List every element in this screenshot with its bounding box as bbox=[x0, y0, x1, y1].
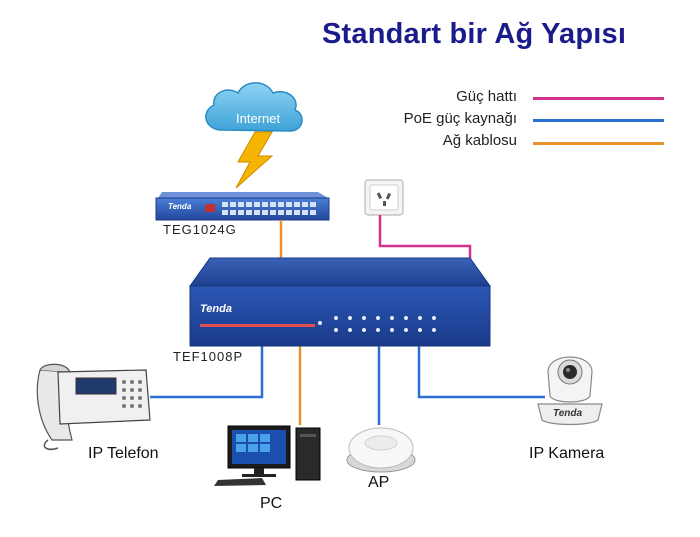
ip-camera-label: IP Kamera bbox=[529, 445, 605, 462]
access-point-icon bbox=[346, 427, 416, 473]
power-outlet-icon bbox=[364, 179, 404, 216]
internet-cloud-icon bbox=[205, 82, 303, 132]
pc-icon bbox=[214, 425, 321, 486]
legend-poe-label: PoE güç kaynağı bbox=[403, 110, 517, 127]
ip-phone-label: IP Telefon bbox=[88, 445, 159, 462]
lightning-link-icon bbox=[235, 131, 274, 189]
legend-poe-swatch bbox=[533, 119, 664, 122]
pc-label: PC bbox=[260, 495, 283, 512]
ip-phone-icon bbox=[36, 363, 151, 451]
diagram-title: Standart bir Ağ Yapısı bbox=[322, 18, 627, 50]
ap-label: AP bbox=[368, 474, 390, 491]
ip-camera-icon: Tenda bbox=[537, 356, 603, 426]
main-switch-device: Tenda bbox=[189, 257, 491, 347]
legend-network-cable-label: Ağ kablosu bbox=[442, 132, 517, 149]
camera-brand-logo: Tenda bbox=[553, 408, 583, 419]
switch-brand-logo: Tenda bbox=[200, 303, 232, 315]
internet-label: Internet bbox=[236, 111, 281, 126]
legend-network-cable-swatch bbox=[533, 142, 664, 145]
main-switch-model-label: TEF1008P bbox=[173, 349, 244, 364]
cable-lines bbox=[150, 215, 545, 425]
legend-power-line-label: Güç hattı bbox=[456, 88, 517, 105]
top-switch-brand: Tenda bbox=[168, 202, 192, 211]
top-switch-device bbox=[155, 192, 330, 221]
legend-power-line-swatch bbox=[533, 97, 664, 100]
top-switch-model-label: TEG1024G bbox=[163, 222, 237, 237]
